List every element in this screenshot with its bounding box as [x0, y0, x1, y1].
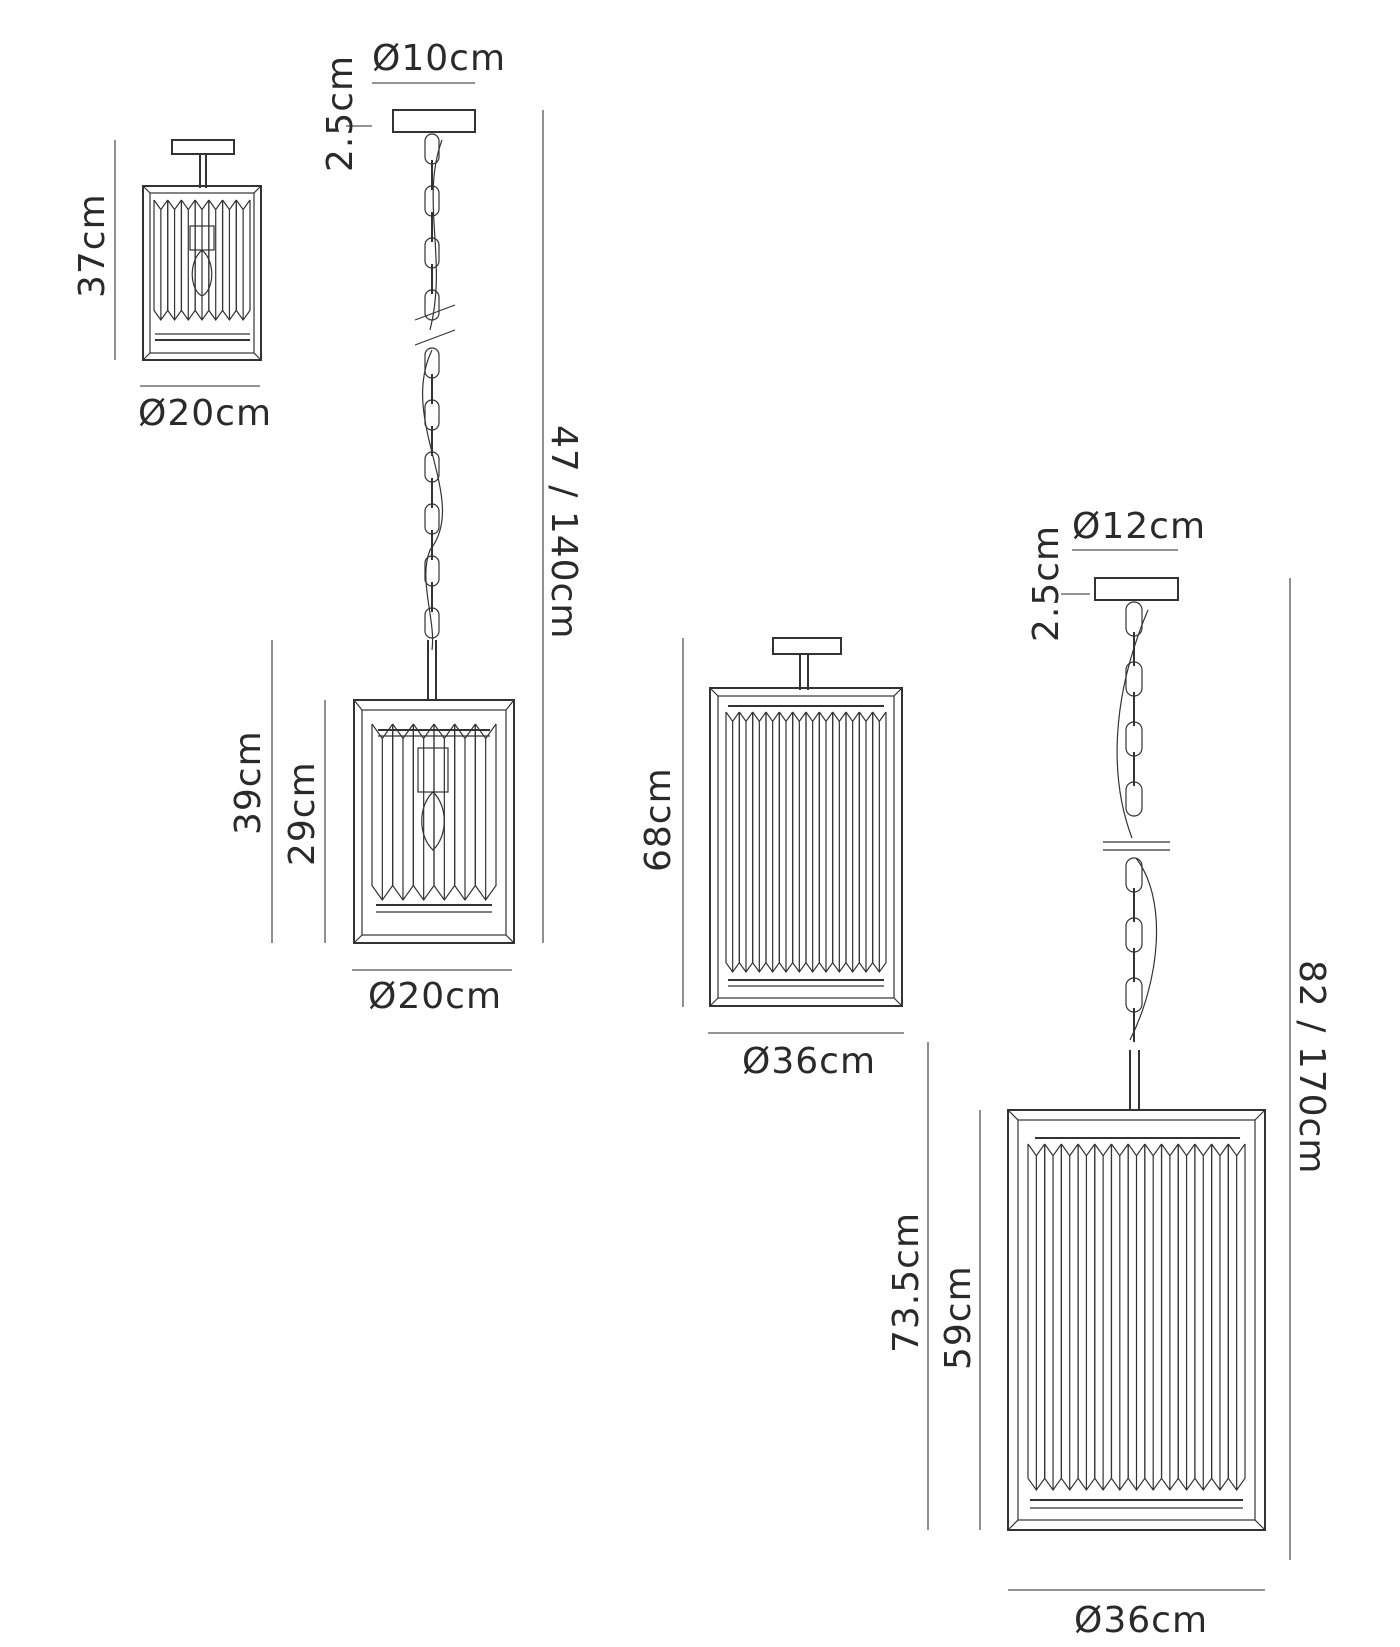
pendant-lamp-large — [927, 549, 1291, 1591]
crystal-prism — [818, 711, 834, 974]
crystal-prism — [371, 723, 394, 902]
lamp-a-shade-height-label: 29cm — [282, 761, 323, 866]
crystal-prism — [1077, 1143, 1096, 1492]
pendant-lamp-small — [271, 82, 544, 971]
crystal-prism — [872, 711, 887, 974]
crystal-prism — [221, 199, 237, 322]
chain-link — [424, 185, 440, 217]
crystal-prism — [1177, 1143, 1196, 1492]
crystal-prism — [1227, 1143, 1246, 1492]
lamp-b-diameter-label: Ø20cm — [138, 393, 272, 434]
crystal-prism — [845, 711, 860, 974]
chain-link — [424, 399, 440, 431]
crystal-prism — [153, 199, 169, 322]
crystal-prism — [752, 711, 767, 974]
lamp-d-overall-height-label: 73.5cm — [886, 1212, 927, 1353]
lamp-d-canopy-height-label: 2.5cm — [1026, 525, 1067, 642]
lamp-d-ceiling-diameter-label: Ø12cm — [1072, 506, 1206, 547]
crystal-prism — [392, 723, 414, 902]
lamp-a-canopy-height-label: 2.5cm — [320, 55, 361, 172]
crystal-prism — [1144, 1143, 1163, 1492]
chain-link — [1125, 977, 1143, 1013]
crystal-prism — [1060, 1143, 1079, 1492]
crystal-prism — [1094, 1143, 1113, 1492]
crystal-prism — [765, 711, 780, 974]
crystal-prism — [235, 199, 251, 322]
crystal-prism — [1211, 1143, 1229, 1492]
crystal-prism — [454, 723, 476, 902]
flush-lamp-large — [682, 637, 904, 1034]
chain-link — [1125, 721, 1143, 757]
crystal-prism — [1160, 1143, 1179, 1492]
lamp-a-adjustable-height-label: 47 / 140cm — [543, 425, 584, 639]
lamp-d-shade-diameter-label: Ø36cm — [1074, 1600, 1208, 1641]
chain-link — [424, 451, 440, 483]
crystal-prism — [792, 711, 807, 974]
lamp-a-overall-height-label: 39cm — [228, 730, 269, 835]
lamp-c-height-label: 68cm — [638, 767, 679, 872]
chain-link — [1125, 917, 1143, 953]
crystal-prism — [858, 711, 874, 974]
crystal-prism — [725, 711, 740, 974]
crystal-prism — [433, 723, 456, 902]
crystal-prism — [1027, 1143, 1046, 1492]
lamp-a-ceiling-diameter-label: Ø10cm — [372, 38, 506, 79]
crystal-prism — [832, 711, 847, 974]
chain-link — [1125, 781, 1143, 817]
crystal-prism — [194, 199, 210, 322]
crystal-prism — [208, 199, 224, 322]
crystal-prism — [1194, 1143, 1213, 1492]
flush-lamp-small — [114, 139, 262, 387]
lamp-d-shade-height-label: 59cm — [938, 1265, 979, 1370]
chain-link — [424, 237, 440, 269]
crystal-prism — [474, 723, 497, 902]
crystal-prism — [1127, 1143, 1146, 1492]
crystal-prism — [778, 711, 794, 974]
crystal-prism — [167, 199, 183, 322]
crystal-prism — [1110, 1143, 1129, 1492]
lamp-c-diameter-label: Ø36cm — [742, 1041, 876, 1082]
chain-link — [424, 503, 440, 535]
crystal-prism — [180, 199, 196, 322]
crystal-prism — [1044, 1143, 1062, 1492]
crystal-prism — [738, 711, 754, 974]
lamp-a-shade-diameter-label: Ø20cm — [368, 976, 502, 1017]
lamp-d-adjustable-height-label: 82 / 170cm — [1291, 960, 1332, 1174]
crystal-prism — [805, 711, 820, 974]
crystal-prism — [412, 723, 435, 902]
lamp-b-height-label: 37cm — [72, 193, 113, 298]
